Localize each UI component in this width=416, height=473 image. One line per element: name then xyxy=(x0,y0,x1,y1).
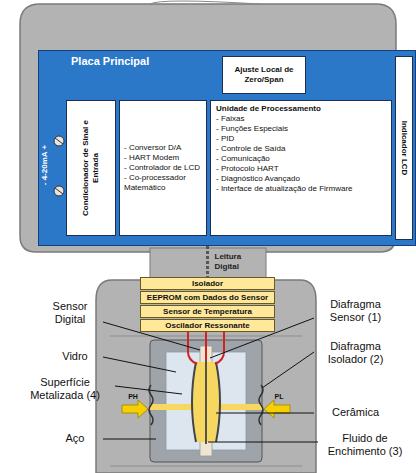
leader-line xyxy=(115,386,182,394)
box-label: EEPROM com Dados do Sensor xyxy=(147,292,268,303)
isolating-diaphragm xyxy=(149,385,153,425)
part-label: Cerâmica xyxy=(318,406,393,419)
box-label: Oscilador Ressonante xyxy=(165,320,249,331)
upper-housing xyxy=(150,1,260,4)
part-label: Diafragma Sensor (1) xyxy=(318,298,393,324)
pressure-arrow xyxy=(122,400,148,418)
list-item: - Conversor D/A xyxy=(124,143,202,153)
link-label: Leitura Digital xyxy=(214,252,254,272)
part-label: Diafragma Isolador (2) xyxy=(318,340,393,366)
sensor-wire xyxy=(205,332,207,360)
lower-housing xyxy=(110,466,302,467)
lcd-indicator-box: Indicador LCD xyxy=(395,56,413,240)
part-label: Fluido de Enchimento (3) xyxy=(322,432,408,458)
sensor-module-box: Oscilador Ressonante xyxy=(140,319,275,332)
fluid-channel xyxy=(214,404,262,410)
lower-housing xyxy=(96,280,316,473)
list-item: - Controlador de LCD xyxy=(124,163,202,173)
box-label: Sensor de Temperatura xyxy=(163,306,252,317)
digital-link xyxy=(206,246,209,277)
pressure-label: PL xyxy=(270,392,288,401)
part-label: Sensor Digital xyxy=(40,300,100,326)
leader-line xyxy=(103,439,156,440)
isolating-diaphragm xyxy=(259,385,263,425)
box-label: Ajuste Local de Zero/Span xyxy=(227,65,301,85)
fluid-channel xyxy=(150,404,198,410)
list-item: - Interface de atualização de Firmware xyxy=(216,184,386,194)
metallized-surface xyxy=(192,362,196,442)
pressure-arrow xyxy=(264,400,290,418)
converter-box: - Conversor D/A- HART Modem- Controlador… xyxy=(119,100,207,236)
box-label: Isolador xyxy=(192,278,223,289)
pressure-label: PH xyxy=(124,392,142,401)
screw-terminal xyxy=(54,136,64,146)
glass-left xyxy=(166,352,204,450)
screw-slot xyxy=(55,188,63,194)
leader-line xyxy=(262,352,314,388)
signal-conditioner-box: Condicionador de Sinal e Entrada xyxy=(66,100,116,236)
list-item: - Comunicação xyxy=(216,154,386,164)
leader-line xyxy=(216,413,314,414)
screw-slot xyxy=(55,138,63,144)
list-item: - Protocolo HART xyxy=(216,164,386,174)
sensor-module-box: Sensor de Temperatura xyxy=(140,305,275,318)
main-board: Placa PrincipalCondicionador de Sinal e … xyxy=(38,50,416,246)
board-title: Placa Principal xyxy=(71,55,149,68)
box-label: Condicionador de Sinal e Entrada xyxy=(81,110,101,226)
part-label: Vidro xyxy=(50,350,100,363)
box-label: Indicador LCD xyxy=(399,63,409,233)
list-item: - Funções Especiais xyxy=(216,124,386,134)
list-item: - HART Modem xyxy=(124,153,202,163)
list-item: - Diagnóstico Avançado xyxy=(216,174,386,184)
leader-line xyxy=(103,318,318,442)
fill-fluid xyxy=(207,362,219,442)
zero-span-box: Ajuste Local de Zero/Span xyxy=(222,56,306,94)
sensor-diaphragm xyxy=(205,360,207,444)
lower-housing xyxy=(96,280,316,473)
leader-line xyxy=(103,357,176,372)
part-label: Aço xyxy=(50,432,100,445)
list-item: - PID xyxy=(216,134,386,144)
list-item: - Co-processador Matemático xyxy=(124,173,202,193)
screw-terminal xyxy=(54,186,64,196)
sensor-wire xyxy=(215,332,224,364)
processing-unit-box: Unidade de Processamento- Faixas- Funçõe… xyxy=(210,100,392,236)
terminal-label: - 4-20mA + xyxy=(40,145,50,185)
list-item: - Faixas xyxy=(216,114,386,124)
list-item: - Controle de Saída xyxy=(216,144,386,154)
box-heading: Unidade de Processamento xyxy=(216,104,386,114)
pressure-arrow xyxy=(122,400,290,418)
leader-line xyxy=(208,442,318,443)
fill-fluid xyxy=(193,362,205,442)
glass-right xyxy=(208,352,246,450)
metallized-surface xyxy=(216,362,220,442)
sensor-module-box: EEPROM com Dados do Sensor xyxy=(140,291,275,304)
sensor-module-box: Isolador xyxy=(140,277,275,290)
part-label: Superfície Metalizada (4) xyxy=(18,376,112,402)
